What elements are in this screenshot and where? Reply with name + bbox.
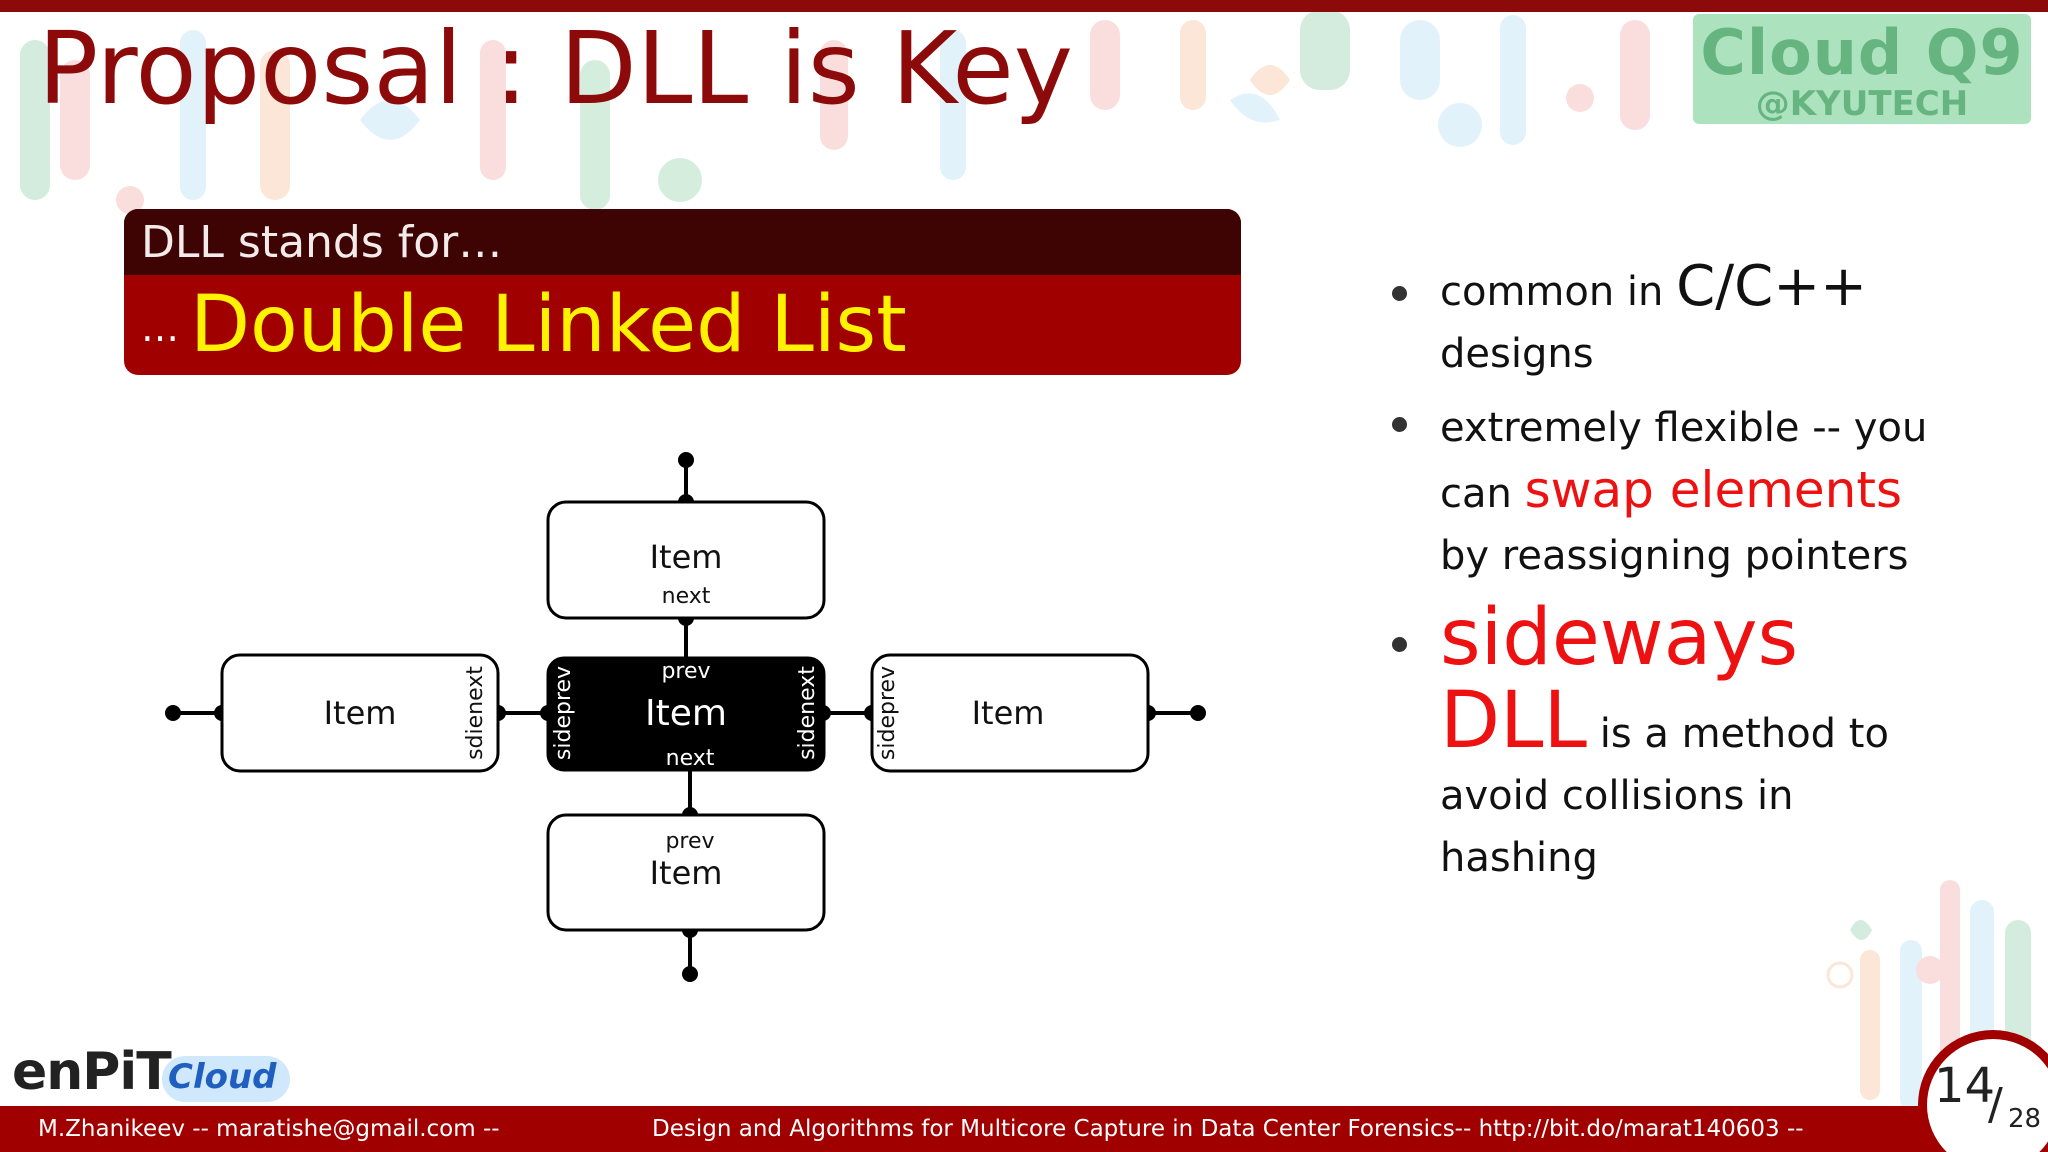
slide-title: Proposal : DLL is Key [38,10,1073,127]
bullet-dot-icon [1392,286,1407,301]
footer-title: Design and Algorithms for Multicore Capt… [652,1116,1804,1142]
page-total: 28 [2008,1104,2042,1134]
page-current: 14 [1934,1058,1996,1114]
bullet-1-text-c: designs [1440,331,1594,377]
item-right-label: Item [972,694,1045,732]
top-rule [0,0,2048,12]
bullet-dot-icon [1392,637,1407,652]
enpit-logo-text: enPiT [12,1042,172,1102]
cloud-shape-icon [162,1056,290,1102]
item-box-left [220,653,500,773]
page-badge-inner [1927,1039,2048,1152]
item-box-top [546,500,826,620]
logo-main-text: Cloud Q9 [1700,16,2024,89]
footer-author: M.Zhanikeev -- maratishe@gmail.com -- [38,1116,500,1142]
enpit-cloud-logo: enPiT Cloud [12,1040,292,1106]
item-bottom-label: Item [650,854,723,892]
bullet-3-highlight: sideways DLL [1440,593,1799,766]
bullet-3-text-c: is a method to avoid collisions in hashi… [1440,711,1889,881]
item-center-sideprev-label: sideprev [551,666,576,760]
cloud-q9-logo: Cloud Q9 @KYUTECH [1693,14,2031,124]
logo-sub-text: @KYUTECH [1755,84,1969,124]
definition-ellipsis: … [141,306,179,350]
definition-header-text: DLL stands for… [141,217,503,268]
bullet-item: sideways DLL is a method to avoid collis… [1382,599,1942,889]
definition-header: DLL stands for… [124,209,1241,275]
item-right-sideprev-label: sideprev [875,666,900,760]
item-box-right [870,653,1150,773]
bullet-dot-icon [1392,417,1407,432]
item-left-sdienext-label: sdienext [463,666,488,760]
item-bottom-prev-label: prev [665,829,714,854]
definition-body: … Double Linked List [124,275,1241,375]
bullet-item: extremely flexible -- you can swap eleme… [1382,397,1942,587]
definition-term: Double Linked List [190,280,907,370]
bullet-item: common in C/C++ designs [1382,256,1942,385]
bullet-2-text-c: by reassigning pointers [1440,533,1909,579]
bullet-1-text-a: common in [1440,269,1677,315]
item-box-bottom [546,813,826,932]
item-top-label: Item [650,538,723,576]
item-center-prev-label: prev [661,659,710,684]
item-left-label: Item [324,694,397,732]
page-number-badge [1918,1030,2048,1152]
bullet-1-text-b: C/C++ [1676,254,1868,319]
page-separator: / [1988,1079,2003,1130]
bullet-2-text-a: extremely flexible -- you can [1440,405,1928,517]
item-box-center [546,656,826,772]
enpit-cloud-text: Cloud [168,1057,277,1097]
definition-box: DLL stands for… … Double Linked List [124,209,1241,375]
item-top-next-label: next [662,584,711,609]
item-center-next-label: next [666,746,715,771]
item-center-label: Item [645,693,727,734]
dll-diagram: Item next Item sdienext prev Item next s… [165,452,1206,982]
bullet-list: common in C/C++ designs extremely flexib… [1382,256,1942,901]
bullet-2-highlight: swap elements [1524,461,1903,519]
item-center-sidenext-label: sidenext [795,666,820,760]
footer-bar: M.Zhanikeev -- maratishe@gmail.com -- De… [0,1106,2048,1152]
